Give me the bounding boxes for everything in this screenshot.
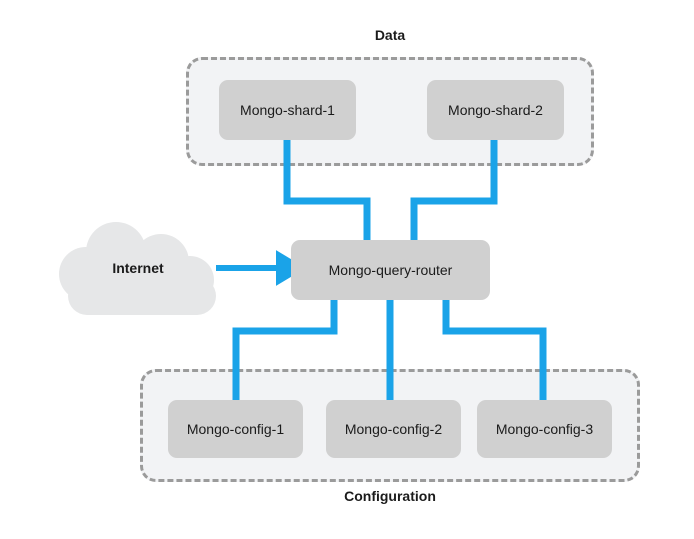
group-label-data: Data bbox=[374, 27, 406, 43]
node-mongo-config-3[interactable]: Mongo-config-3 bbox=[477, 400, 612, 458]
node-mongo-query-router[interactable]: Mongo-query-router bbox=[291, 240, 490, 300]
node-mongo-shard-1[interactable]: Mongo-shard-1 bbox=[219, 80, 356, 140]
node-mongo-config-1[interactable]: Mongo-config-1 bbox=[168, 400, 303, 458]
internet-cloud-icon bbox=[58, 222, 226, 318]
internet-cloud-label: Internet bbox=[112, 260, 164, 276]
node-mongo-config-2[interactable]: Mongo-config-2 bbox=[326, 400, 461, 458]
group-label-configuration: Configuration bbox=[344, 488, 436, 504]
node-mongo-shard-2[interactable]: Mongo-shard-2 bbox=[427, 80, 564, 140]
